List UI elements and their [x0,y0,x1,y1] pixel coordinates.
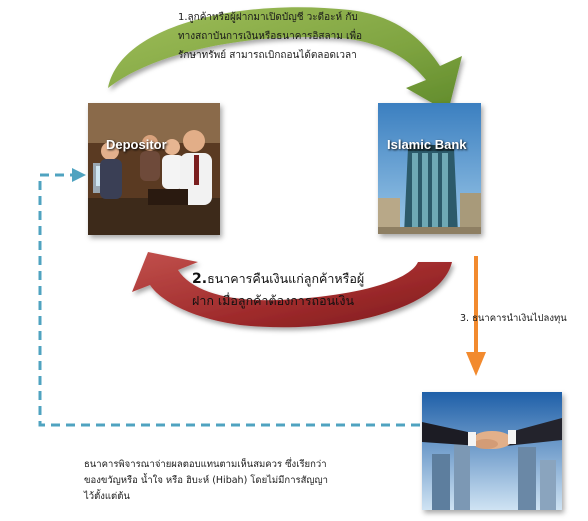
handshake-image [422,392,562,510]
note-line: ของขวัญหรือ น้ำใจ หรือ ฮิบะห์ (Hibah) โด… [84,475,328,486]
step2-number: 2. [192,271,208,287]
step2-text: 2.ธนาคารคืนเงินแก่ลูกค้าหรือผู้ ฝาก เมื่… [192,268,392,312]
step3-text: 3. ธนาคารนำเงินไปลงทุน [460,313,567,324]
step2-line: ธนาคารคืนเงินแก่ลูกค้าหรือผู้ [207,271,365,286]
islamic-bank-photo: Islamic Bank [378,103,481,234]
note-line: ไว้ตั้งแต่ต้น [84,491,130,502]
dashed-arrow-head [72,168,86,182]
depositor-photo: Depositor [88,103,220,235]
dashed-return-arrow [38,173,420,427]
depositor-label: Depositor [106,137,167,152]
green-curved-arrow [108,7,462,112]
hibah-note: ธนาคารพิจารณาจ่ายผลตอบแทนตามเห็นสมควร ซึ… [84,457,384,505]
bank-tower-image [378,103,481,234]
step1-line: 1.ลูกค้าหรือผู้ฝากมาเปิดบัญชี วะดีอะห์ ก… [178,12,358,23]
note-line: ธนาคารพิจารณาจ่ายผลตอบแทนตามเห็นสมควร ซึ… [84,459,327,470]
red-curved-arrow [132,252,452,328]
step1-line: ทางสถาบันการเงินหรือธนาคารอิสลาม เพื่อ [178,31,363,42]
people-at-bank-counter-image [88,103,220,235]
step1-text: 1.ลูกค้าหรือผู้ฝากมาเปิดบัญชี วะดีอะห์ ก… [178,8,378,65]
orange-down-arrow [466,256,486,376]
islamic-bank-label: Islamic Bank [387,137,467,152]
investment-photo [422,392,562,510]
step2-line: ฝาก เมื่อลูกค้าต้องการถอนเงิน [192,293,355,308]
step1-line: รักษาทรัพย์ สามารถเบิกถอนได้ตลอดเวลา [178,50,357,61]
